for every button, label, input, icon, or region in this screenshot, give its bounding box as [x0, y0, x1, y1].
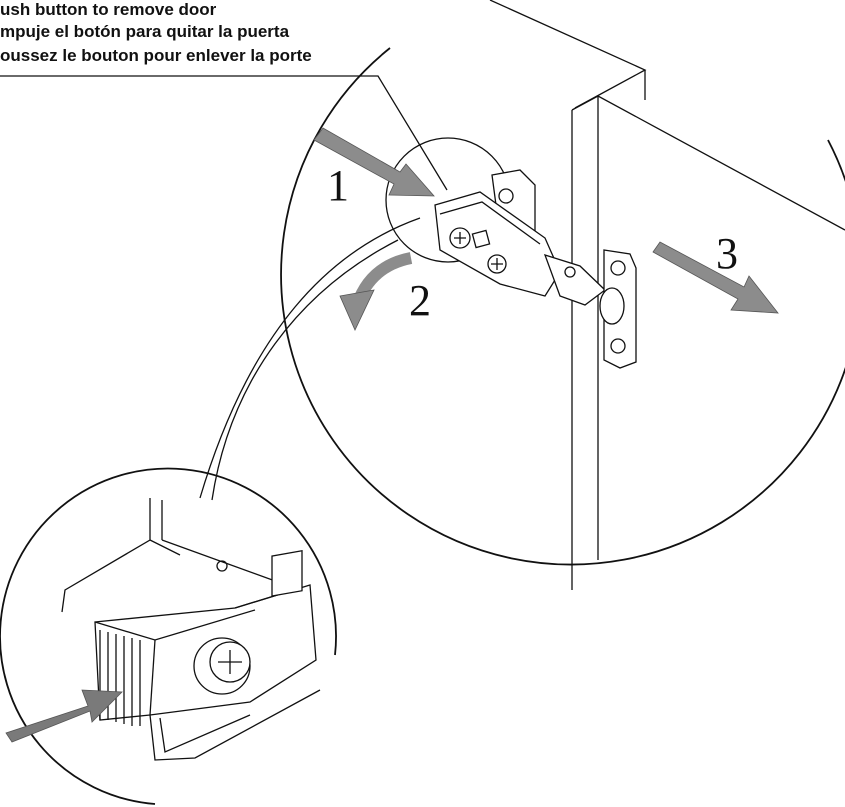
leader-line: [0, 75, 448, 191]
cabinet-top: [489, 0, 647, 109]
step-3-label: 3: [716, 229, 738, 278]
step-2-label: 2: [409, 276, 431, 325]
arrow-step-1: [313, 127, 435, 197]
detail-circle: [280, 47, 845, 566]
instruction-spanish: mpuje el botón para quitar la puerta: [0, 22, 290, 41]
arrow-step-2: [339, 252, 413, 331]
instruction-english: ush button to remove door: [0, 0, 217, 19]
step-1-label: 1: [327, 161, 349, 210]
hinge-assembly: [434, 169, 637, 369]
door-panel: [571, 95, 845, 590]
inset-detail: [0, 467, 337, 805]
arrow-step-3: [652, 241, 779, 314]
arrow-inset-push: [5, 689, 123, 743]
instruction-french: oussez le bouton pour enlever la porte: [0, 46, 312, 65]
